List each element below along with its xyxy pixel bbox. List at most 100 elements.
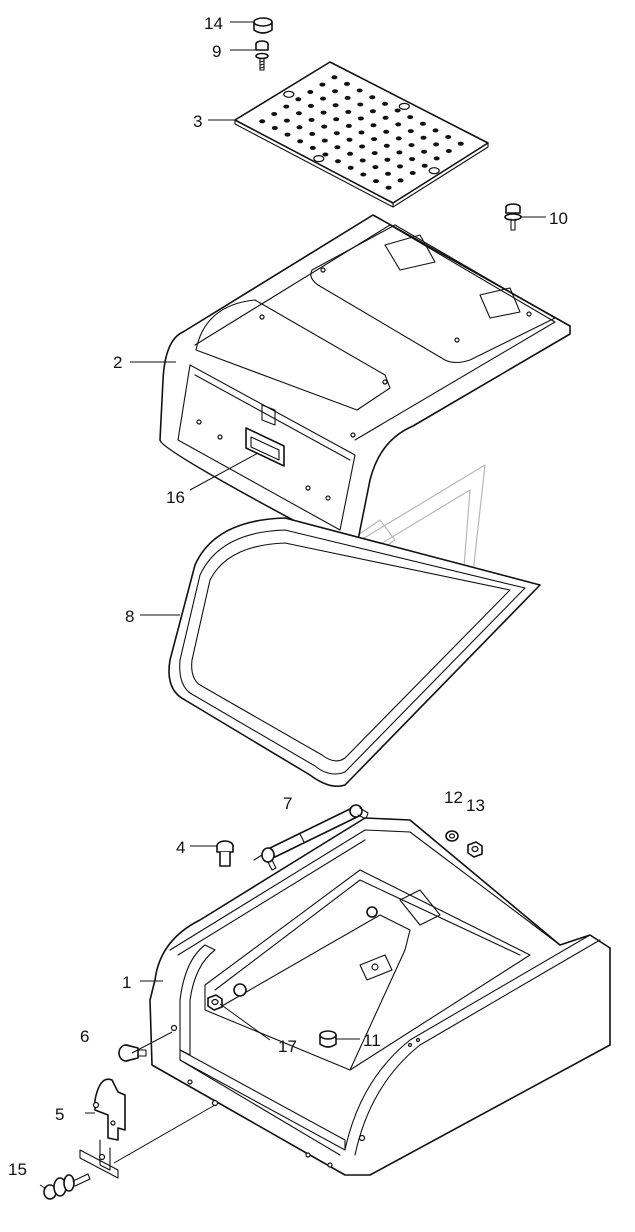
callout-12: 12: [444, 788, 463, 807]
part-14-cap: [253, 17, 273, 34]
mounting-hole: [283, 90, 295, 98]
perforation-hole: [421, 163, 428, 168]
perforation-hole: [271, 126, 278, 130]
perforation-hole: [445, 135, 452, 139]
part-13-nut: [467, 841, 483, 858]
perforation-hole: [395, 136, 402, 141]
perforation-hole: [357, 102, 364, 107]
perforation-hole: [357, 116, 364, 121]
perforation-hole: [409, 157, 416, 162]
perforation-hole: [331, 75, 338, 80]
callout-2: 2: [113, 353, 122, 372]
callout-1: 1: [122, 973, 131, 992]
callout-labels: 14 9 3 10 2 16 8 7 12 13 4 1 6 17 11 5 1…: [8, 14, 568, 1179]
perforation-hole: [322, 152, 329, 157]
perforation-hole: [382, 101, 388, 106]
perforation-hole: [271, 112, 278, 116]
perforation-hole: [297, 139, 304, 144]
part-17-nut: [207, 994, 223, 1011]
perforation-hole: [320, 110, 327, 115]
callout-8: 8: [125, 607, 134, 626]
perforation-hole: [421, 149, 428, 154]
perforation-hole: [419, 121, 426, 126]
part-12-washer: [445, 830, 459, 842]
callout-9: 9: [212, 42, 221, 61]
part-10-bolt: [504, 203, 522, 231]
callout-11: 11: [363, 1031, 381, 1050]
perforation-hole: [356, 88, 363, 93]
perforation-hole: [433, 156, 440, 161]
perforation-hole: [383, 129, 390, 134]
perforation-hole: [397, 178, 404, 183]
perforation-hole: [373, 179, 379, 184]
perforation-hole: [369, 95, 376, 100]
perforation-hole: [309, 145, 316, 150]
part-5-latch: [79, 1078, 126, 1179]
perforation-hole: [319, 82, 326, 87]
perforation-hole: [296, 125, 303, 130]
perforation-hole: [346, 137, 353, 142]
perforation-hole: [335, 159, 341, 164]
perforation-hole: [321, 124, 328, 129]
perforation-hole: [344, 95, 351, 100]
perforation-hole: [385, 185, 392, 190]
perforation-hole: [295, 97, 302, 102]
perforation-hole: [383, 143, 390, 148]
perforation-hole: [345, 109, 352, 114]
perforation-hole: [358, 130, 365, 135]
perforation-hole: [370, 123, 377, 128]
perforation-hole: [433, 142, 440, 147]
perforation-hole: [385, 171, 391, 176]
perforation-hole: [372, 165, 379, 170]
perforation-hole: [283, 104, 290, 109]
callout-5: 5: [55, 1105, 64, 1124]
callout-4: 4: [176, 838, 185, 857]
perforation-hole: [284, 132, 291, 137]
perforation-hole: [360, 172, 367, 177]
perforation-hole: [409, 171, 416, 175]
part-1-housing: [149, 817, 611, 1176]
perforation-hole: [407, 115, 414, 120]
perforation-hole: [332, 103, 339, 108]
perforation-hole: [344, 81, 350, 86]
perforation-hole: [397, 164, 403, 169]
perforation-hole: [334, 145, 341, 150]
callout-16: 16: [166, 488, 185, 507]
perforation-hole: [333, 131, 340, 136]
perforation-hole: [347, 151, 354, 156]
part-3-perforated-plate: [234, 61, 489, 208]
perforation-hole: [345, 123, 352, 128]
callout-10: 10: [549, 209, 568, 228]
perforation-hole: [309, 131, 316, 136]
perforation-hole: [445, 149, 452, 153]
part-2-top-cover: [159, 214, 571, 558]
part-15-bolt: [43, 1173, 91, 1200]
perforation-hole: [407, 129, 414, 134]
perforation-hole: [408, 143, 415, 148]
perforation-hole: [359, 144, 366, 149]
mounting-hole: [313, 155, 325, 163]
perforation-hole: [307, 103, 314, 108]
perforation-hole: [283, 118, 290, 123]
perforation-hole: [295, 111, 302, 116]
callout-7: 7: [283, 794, 292, 813]
part-9-screw: [255, 40, 269, 71]
perforation-hole: [308, 117, 315, 122]
perforation-hole: [321, 138, 328, 143]
callout-14: 14: [204, 14, 223, 33]
perforation-hole: [395, 122, 402, 127]
callout-3: 3: [193, 112, 202, 131]
perforation-hole: [371, 137, 378, 142]
part-4-bolt: [216, 840, 234, 867]
perforation-hole: [394, 108, 401, 113]
perforation-hole: [382, 115, 389, 120]
leader-lines: [39, 21, 546, 1189]
perforation-hole: [369, 109, 376, 114]
perforation-hole: [384, 157, 391, 162]
perforation-hole: [432, 128, 439, 133]
perforation-hole: [347, 165, 354, 170]
mounting-hole: [398, 102, 410, 111]
perforation-hole: [396, 150, 403, 155]
perforation-hole: [307, 90, 314, 94]
